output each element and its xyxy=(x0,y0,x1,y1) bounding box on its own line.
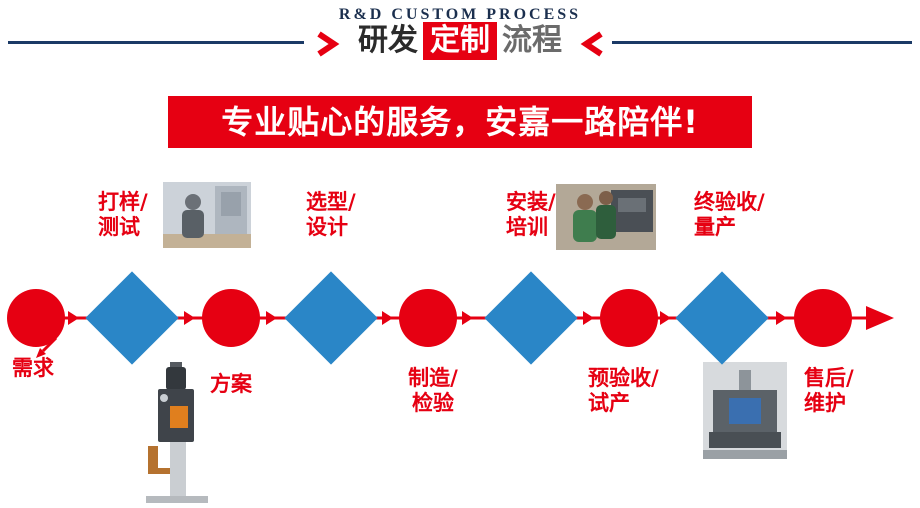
label-manufacturing-inspection: 制造/ 检验 xyxy=(408,366,458,415)
installation-training-photo xyxy=(556,184,656,250)
header-title-en: R&D CUSTOM PROCESS xyxy=(338,6,582,23)
label-plan: 方案 xyxy=(210,372,252,396)
label-sampling-testing: 打样/ 测试 xyxy=(98,190,148,239)
header-title-zh: 研发定制流程 xyxy=(0,22,920,60)
header-title-suffix: 流程 xyxy=(502,23,562,58)
label-final-acceptance-production: 终验收/ 量产 xyxy=(694,190,765,239)
slogan-banner: 专业贴心的服务，安嘉一路陪伴! xyxy=(168,96,752,148)
header-title-highlight: 定制 xyxy=(423,22,497,60)
node-manufacturing-inspection xyxy=(399,289,457,347)
welding-machine-photo xyxy=(141,362,213,505)
label-installation-training: 安装/ 培训 xyxy=(506,190,556,239)
node-after-sales-maintenance xyxy=(794,289,852,347)
label-requirement: 需求 xyxy=(12,356,54,380)
slogan-text: 专业贴心的服务，安嘉一路陪伴! xyxy=(221,103,699,141)
chevron-right-icon xyxy=(317,31,340,57)
node-pre-acceptance-trial xyxy=(600,289,658,347)
header-title-prefix: 研发 xyxy=(358,23,418,58)
label-after-sales-maintenance: 售后/ 维护 xyxy=(804,366,854,415)
header-rule-right xyxy=(612,41,912,44)
node-requirement xyxy=(7,289,65,347)
acceptance-machine-photo xyxy=(703,362,787,459)
process-flow-diagram: 需求 打样/ 测试 方案 选型/ 设计 制造/ 检验 安装/ 培训 预验收/ 试… xyxy=(0,160,920,508)
label-pre-acceptance-trial: 预验收/ 试产 xyxy=(588,366,659,415)
node-plan xyxy=(202,289,260,347)
label-selection-design: 选型/ 设计 xyxy=(306,190,356,239)
header-rule-left xyxy=(8,41,304,44)
chevron-left-icon xyxy=(580,31,603,57)
sample-testing-photo xyxy=(163,182,251,248)
